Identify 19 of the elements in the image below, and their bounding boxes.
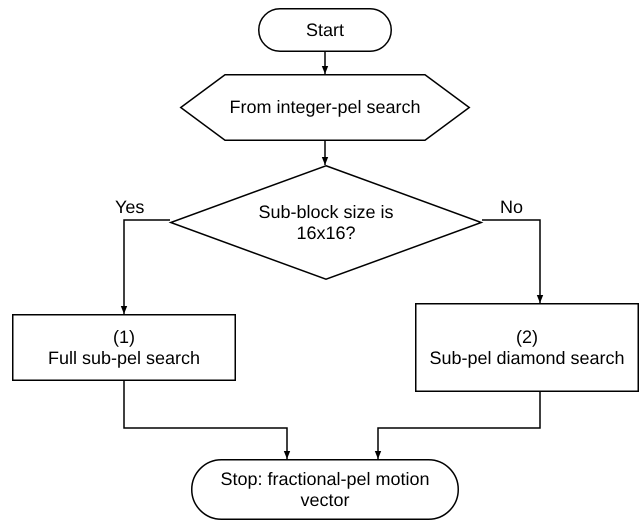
node-text: Sub-pel diamond search (429, 348, 625, 368)
node-text: (1) (112, 326, 136, 348)
node-text: Stop: fractional-pel motion vector (220, 468, 430, 510)
node-text: Full sub-pel search (48, 348, 200, 368)
arrow (120, 219, 170, 314)
start-terminal (258, 8, 392, 52)
node-text: Start (306, 20, 344, 40)
node-text: (2) (515, 326, 539, 348)
arrow (322, 52, 328, 74)
arrow (482, 219, 544, 303)
arrow (322, 141, 328, 165)
preparation-hexagon (180, 74, 470, 141)
arrow (123, 381, 290, 459)
node-text: From integer-pel search (229, 97, 421, 118)
decision-diamond (170, 165, 482, 280)
process-box (415, 303, 639, 392)
node-text: Sub-block size is 16x16? (257, 202, 395, 244)
process-box (12, 314, 236, 381)
arrow (374, 392, 541, 459)
